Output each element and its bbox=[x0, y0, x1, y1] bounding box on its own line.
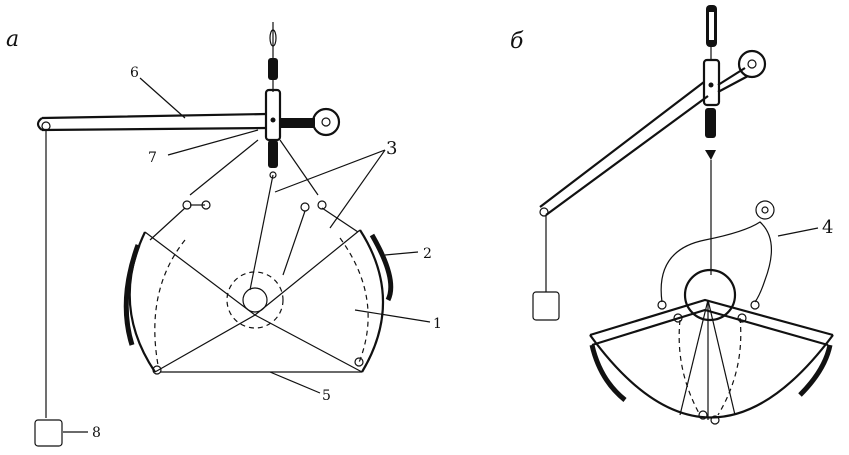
pivot-hub-a bbox=[226, 271, 284, 329]
bucket-b bbox=[589, 298, 834, 425]
callout-2: 2 bbox=[423, 246, 432, 262]
closing-cable-a bbox=[249, 174, 274, 291]
callout-7: 7 bbox=[148, 150, 157, 166]
callout-8: 8 bbox=[92, 425, 101, 441]
callout-1: 1 bbox=[433, 316, 442, 332]
lever-arm-a bbox=[36, 107, 341, 137]
pivot-hub-b bbox=[683, 268, 737, 322]
left-jaw-a bbox=[123, 207, 257, 375]
lower-link-b bbox=[705, 108, 716, 138]
panel-a-letter: а bbox=[6, 27, 19, 52]
right-jaw-a bbox=[253, 207, 394, 373]
stay-rod-right-a bbox=[279, 139, 319, 196]
callout-6: 6 bbox=[130, 65, 139, 81]
callout-5: 5 bbox=[322, 388, 331, 404]
chain-loop-b bbox=[660, 221, 773, 303]
suspension-chain-b bbox=[706, 5, 717, 60]
central-block-a bbox=[264, 88, 282, 142]
callout-3: 3 bbox=[386, 138, 397, 159]
lever-arm-b bbox=[539, 81, 709, 217]
callout-4: 4 bbox=[822, 217, 833, 238]
hanging-weight-b bbox=[532, 215, 560, 321]
panel-a: а bbox=[6, 22, 442, 447]
hanging-weight-a bbox=[34, 130, 63, 447]
stay-rod-left-a bbox=[189, 139, 259, 196]
panel-b-letter: б bbox=[510, 29, 524, 54]
panel-b: б bbox=[510, 5, 834, 425]
lower-link-a bbox=[268, 140, 278, 179]
suspension-chain-a bbox=[268, 22, 278, 92]
